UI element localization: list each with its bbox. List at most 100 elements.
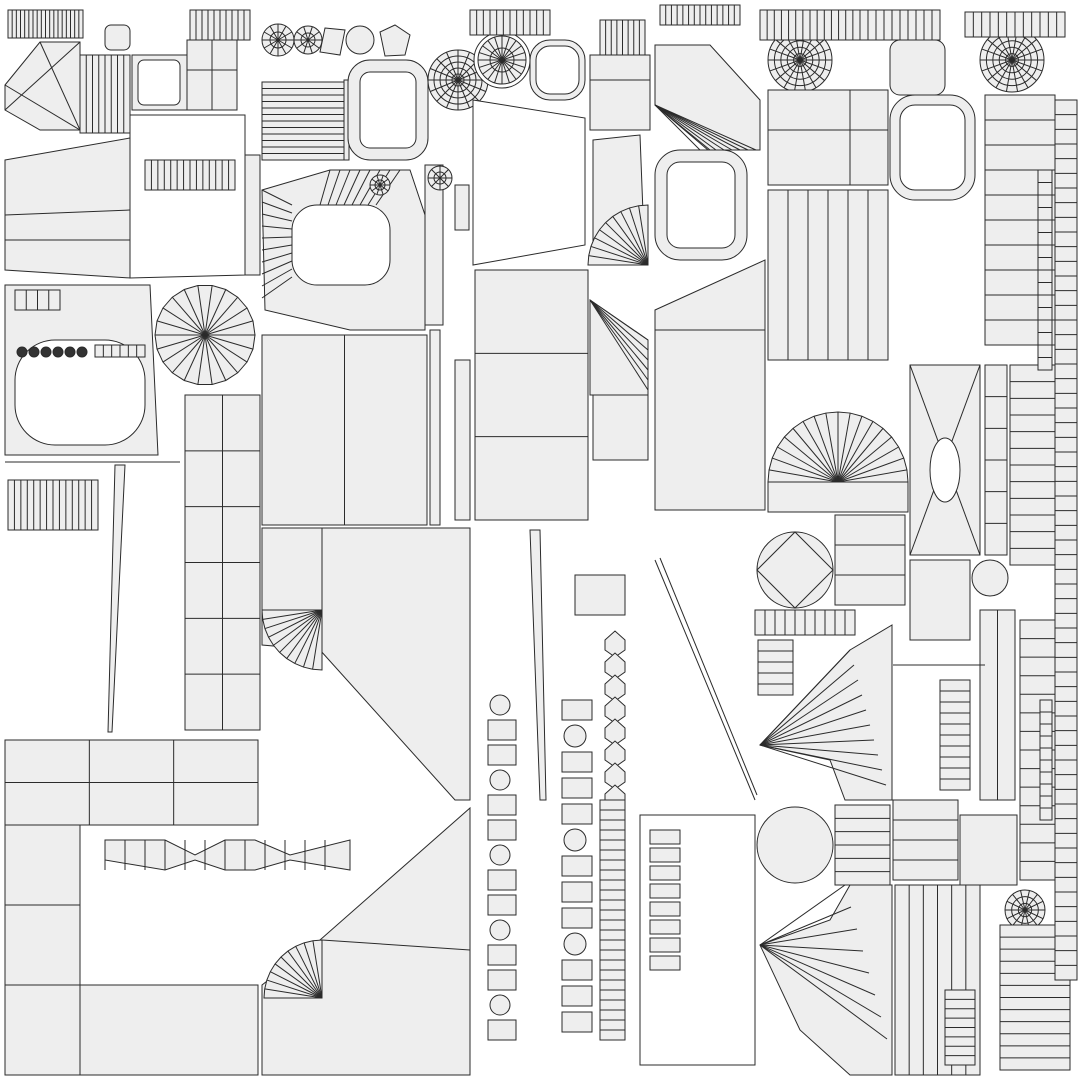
uv-chunk-604 [649,955,681,971]
uv-fan-spoke-449 [813,416,839,483]
uv-panel-429 [474,269,589,521]
uv-block-571 [574,574,626,616]
uv-chunk-552 [561,881,593,903]
uv-spoke-98 [457,79,470,108]
uv-thin-bar-317 [424,164,444,326]
uv-spoke-680 [1024,894,1038,911]
uv-lowpoly-wing-650 [759,884,893,1076]
uv-fan-spoke-485 [312,609,323,670]
uv-panel-607 [834,514,906,606]
uv-fan-spoke-489 [279,609,323,653]
uv-spoke-56 [269,25,279,41]
uv-rounded-hole-345 [899,104,966,191]
uv-rounded-hole-89 [359,71,417,149]
uv-slope-panel-440 [654,259,766,511]
uv-line-653 [759,928,858,946]
uv-spoke-315 [379,175,384,186]
uv-spoke-128 [494,37,503,61]
uv-spoke-309 [379,184,384,195]
uv-hex-564 [604,762,626,790]
uv-line-635 [759,744,879,756]
uv-fan-spoke-337 [612,216,649,266]
uv-spoke-673 [1012,909,1026,926]
uv-spoke-176 [1011,59,1037,81]
uv-fan-spoke-335 [599,229,649,266]
uv-line-165 [654,104,749,151]
uv-line-628 [759,649,851,746]
uv-chunk-600 [649,883,681,899]
uv-trapezoid-266 [4,137,131,279]
uv-fan-spoke-394 [171,296,206,336]
uv-fan-spoke-450 [825,412,839,483]
uv-spoke-203 [783,59,801,88]
uv-spoke-59 [277,31,293,41]
uv-panel-516 [4,984,259,1076]
uv-spoke-55 [263,31,279,41]
uv-spoke-101 [436,79,459,102]
uv-spoke-63 [307,39,320,49]
uv-fan-spoke-382 [204,334,248,363]
uv-chunk-556 [561,985,593,1007]
uv-spoke-316 [379,178,389,186]
uv-fan-spoke-395 [183,289,206,336]
uv-circle-outline-73 [345,25,375,55]
uv-fan-spoke-487 [294,609,323,664]
uv-chunk-599 [649,865,681,881]
uv-spoke-207 [769,48,801,61]
uv-panel-136 [589,54,651,131]
uv-line-1 [4,84,81,131]
uv-chunk-544 [487,1019,517,1041]
uv-spoke-133 [501,52,525,61]
uv-spoke-204 [775,59,801,81]
uv-line-636 [759,744,883,771]
uv-spoke-132 [501,45,522,61]
uv-line-298 [327,169,341,206]
uv-line-632 [759,709,867,746]
uv-spoke-208 [775,39,801,61]
uv-spoke-184 [981,48,1013,61]
uv-fan-spoke-334 [594,237,649,266]
uv-line-291 [261,236,293,239]
uv-fan-spoke-455 [837,428,884,483]
uv-spoke-102 [430,79,459,92]
uv-spoke-202 [793,59,801,92]
uv-spoke-131 [501,40,517,61]
uv-fan-spoke-454 [837,421,874,483]
uv-spoke-182 [981,59,1013,72]
uv-spoke-676 [1006,900,1026,911]
uv-thin-bar-428 [454,359,471,521]
uv-bead-364 [16,346,28,358]
uv-spoke-116 [501,59,522,75]
uv-spoke-58 [277,25,287,41]
uv-spoke-97 [457,79,480,102]
uv-bead-531 [489,694,511,716]
uv-line-634 [759,739,875,746]
uv-fan-spoke-397 [204,285,213,336]
uv-spoke-122 [482,59,503,75]
uv-spoke-123 [479,59,503,68]
uv-spoke-179 [1005,59,1013,92]
uv-bead-546 [563,724,587,748]
uv-spoke-214 [799,48,831,61]
uv-line-637 [759,744,887,786]
uv-line-159 [654,104,701,151]
uv-spoke-175 [1011,59,1043,72]
uv-line-3 [4,41,81,111]
uv-line-160 [654,104,709,151]
uv-fan-spoke-332 [588,255,649,266]
uv-line-436 [589,299,649,361]
uv-line-296 [261,276,293,299]
uv-spoke-181 [987,59,1013,81]
uv-line-299 [335,169,351,206]
uv-spoke-100 [446,79,459,108]
uv-hex-559 [604,652,626,680]
uv-fan-spoke-447 [792,428,839,483]
uv-rounded-hole-135 [535,45,580,95]
uv-line-657 [759,944,882,1018]
uv-spoke-65 [303,39,309,54]
uv-diagonal-509 [659,557,758,796]
uv-spoke-64 [307,39,313,54]
uv-line-658 [759,944,888,1040]
uv-spoke-205 [769,59,801,72]
uv-line-162 [654,104,725,151]
